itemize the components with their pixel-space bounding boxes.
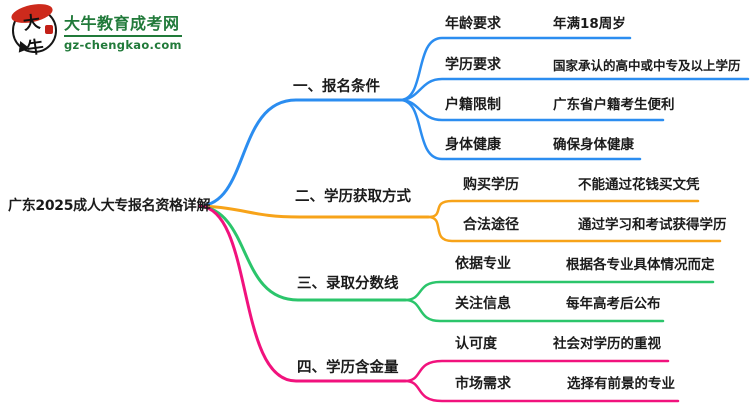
branch-1-main-line: [198, 98, 402, 208]
branch-2-item-1-key: 购买学历: [463, 177, 519, 193]
logo-icon: 大牛: [9, 0, 57, 61]
branch-3-item-2-value: 每年高考后公布: [566, 296, 661, 312]
branch-1-item-3-key: 户籍限制: [445, 97, 501, 113]
branch-3-main-line: [198, 204, 407, 302]
site-name: 大牛教育成考网: [64, 13, 180, 33]
branch-2-main-line: [198, 204, 430, 219]
branch-4-item-2-value: 选择有前景的专业: [567, 376, 675, 392]
branch-1-item-4-line: [398, 98, 642, 161]
branch-4-item-1-value: 社会对学历的重视: [553, 336, 661, 352]
branch-2-item-2-line: [426, 215, 722, 243]
branch-2-label: 二、学历获取方式: [295, 189, 411, 205]
branch-4-lines: [198, 204, 680, 403]
branch-3-label: 三、录取分数线: [297, 276, 399, 292]
site-logo: 大牛 大牛教育成考网 gz-chengkao.com: [9, 0, 182, 61]
branch-1-label: 一、报名条件: [293, 79, 380, 95]
branch-2-item-1-value: 不能通过花钱买文凭: [578, 177, 700, 193]
branch-1-item-2-value: 国家承认的高中或中专及以上学历: [553, 58, 741, 73]
branch-4-label: 四、学历含金量: [297, 360, 399, 376]
branch-4-main-line: [198, 204, 407, 383]
branch-3-item-2-line: [403, 298, 665, 323]
central-topic: 广东2025成人大专报名资格详解: [8, 198, 211, 214]
branch-3-item-1-line: [403, 280, 715, 302]
branch-1-item-2-key: 学历要求: [445, 57, 501, 73]
branch-1-lines: [198, 36, 750, 208]
branch-2-item-1-line: [426, 199, 700, 219]
branch-3-item-2-key: 关注信息: [455, 296, 511, 312]
branch-2-item-2-key: 合法途径: [463, 217, 519, 233]
branch-2-item-2-value: 通过学习和考试获得学历: [578, 217, 727, 233]
site-url: gz-chengkao.com: [64, 37, 182, 52]
branch-1-item-4-value: 确保身体健康: [553, 137, 634, 153]
branch-4-item-2-key: 市场需求: [455, 376, 511, 392]
branch-4-item-2-line: [403, 379, 680, 403]
branch-3-item-1-value: 根据各专业具体情况而定: [566, 257, 715, 273]
branch-4-item-1-key: 认可度: [455, 336, 497, 352]
logo-text-block: 大牛教育成考网 gz-chengkao.com: [64, 10, 182, 52]
branch-1-item-3-value: 广东省户籍考生便利: [553, 97, 675, 113]
logo-divider: [64, 34, 182, 37]
branch-4-item-1-line: [403, 359, 670, 383]
branch-3-lines: [198, 204, 715, 323]
branch-1-item-1-value: 年满18周岁: [553, 16, 626, 32]
branch-2-lines: [198, 199, 722, 243]
logo-seal-shape: [45, 25, 53, 34]
branch-1-item-2-line: [398, 77, 750, 102]
branch-3-item-1-key: 依据专业: [455, 256, 511, 272]
branch-1-item-1-key: 年龄要求: [445, 16, 501, 32]
branch-1-item-1-line: [398, 36, 632, 102]
branch-1-item-4-key: 身体健康: [445, 137, 501, 153]
